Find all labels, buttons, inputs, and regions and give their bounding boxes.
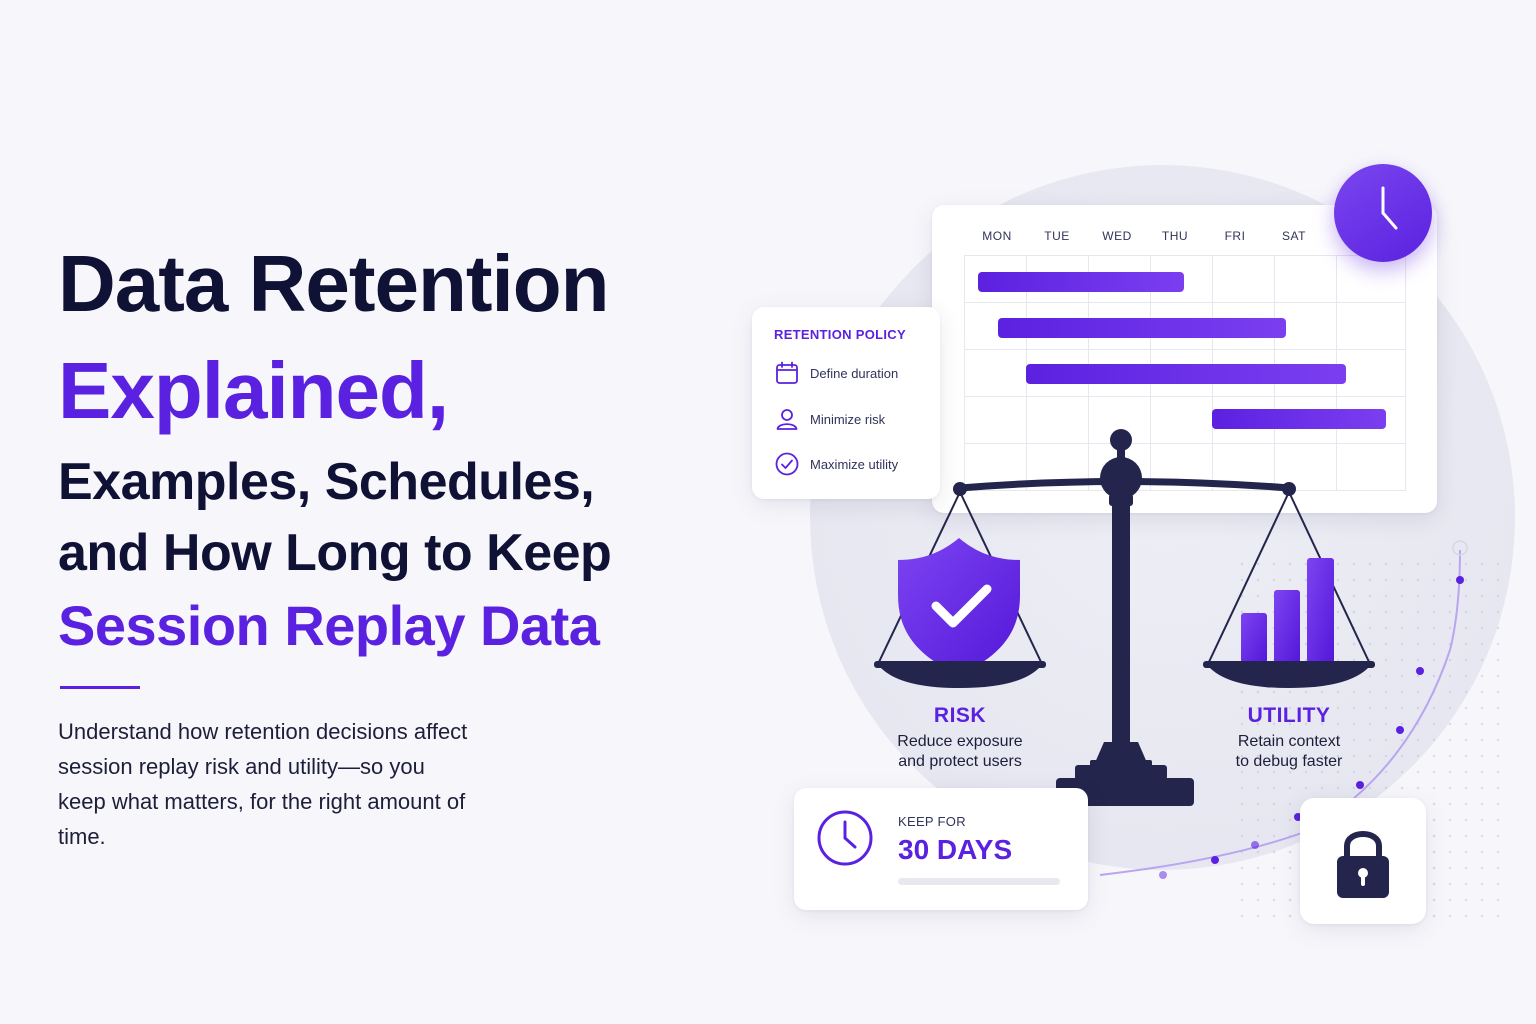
schedule-bar: [1026, 364, 1346, 384]
subtitle: Understand how retention decisions affec…: [58, 719, 468, 849]
shield-check-icon: [898, 538, 1020, 676]
balance-scale: [874, 429, 1375, 806]
retention-progress-track: [898, 878, 1060, 885]
utility-description: Retain context to debug faster: [1235, 733, 1343, 770]
headline-line-2: Explained,: [58, 346, 449, 435]
policy-item-maximize-utility: Maximize utility: [774, 450, 898, 478]
padlock-icon: [1337, 831, 1389, 898]
policy-item-label: Define duration: [810, 365, 899, 381]
clock-icon: [1334, 164, 1432, 262]
keep-for-label: KEEP FOR: [898, 814, 966, 829]
keep-for-card: KEEP FOR 30 DAYS: [794, 788, 1088, 910]
risk-description: Reduce exposure and protect users: [897, 733, 1023, 770]
policy-item-label: Minimize risk: [810, 411, 886, 427]
headline-line-5: Session Replay Data: [58, 594, 600, 657]
retention-policy-card: RETENTION POLICY Define duration Minimiz…: [752, 307, 940, 499]
policy-item-minimize-risk: Minimize risk: [774, 405, 885, 433]
bar-chart-icon: [1241, 558, 1334, 663]
schedule-bar: [1212, 409, 1386, 429]
check-circle-icon: [775, 452, 799, 476]
headline-line-1: Data Retention: [58, 239, 609, 328]
lock-card: [1300, 798, 1426, 924]
day-label: WED: [1102, 229, 1132, 243]
calendar-grid: [964, 255, 1406, 491]
headline-line-4: and How Long to Keep: [58, 524, 612, 582]
utility-title: UTILITY: [1247, 704, 1331, 727]
calendar-icon: [776, 361, 798, 384]
keep-for-value: 30 DAYS: [898, 834, 1013, 865]
risk-title: RISK: [933, 704, 987, 727]
schedule-bar: [998, 318, 1286, 338]
policy-item-define-duration: Define duration: [774, 359, 898, 387]
day-label: TUE: [1044, 229, 1070, 243]
headline-line-3: Examples, Schedules,: [58, 453, 595, 511]
day-label: THU: [1161, 229, 1189, 243]
day-label: MON: [982, 229, 1012, 243]
retention-policy-heading: RETENTION POLICY: [774, 327, 906, 342]
user-icon: [776, 409, 798, 430]
accent-divider: [60, 686, 140, 689]
policy-item-label: Maximize utility: [810, 456, 899, 472]
day-label: SAT: [1282, 229, 1306, 243]
clock-icon: [817, 810, 873, 866]
schedule-bar: [978, 272, 1184, 292]
day-label: FRI: [1224, 229, 1246, 243]
schedule-calendar-card: MON TUE WED THU FRI SAT: [932, 205, 1437, 513]
